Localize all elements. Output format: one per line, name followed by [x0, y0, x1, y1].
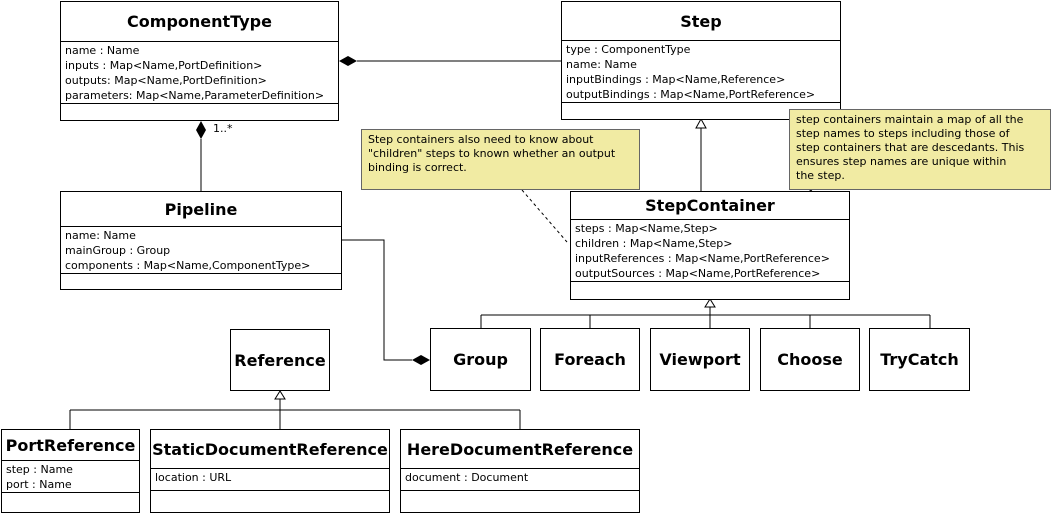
multiplicity-label: 1..*: [213, 122, 233, 135]
attribute: type : ComponentType: [566, 43, 691, 56]
class-pipeline-attributes: name: Name mainGroup : Group components …: [61, 227, 341, 274]
class-componenttype-name: ComponentType: [61, 2, 338, 42]
class-group[interactable]: Group: [430, 328, 531, 391]
attribute: outputSources : Map<Name,PortReference>: [575, 267, 821, 280]
class-pipeline-name: Pipeline: [61, 192, 341, 227]
class-staticdocumentreference-name: StaticDocumentReference: [151, 430, 389, 469]
class-viewport[interactable]: Viewport: [650, 328, 750, 391]
attribute: inputs : Map<Name,PortDefinition>: [65, 59, 263, 72]
note-steps-text: step containers maintain a map of all th…: [796, 113, 1025, 182]
attribute: document : Document: [405, 471, 529, 484]
class-componenttype[interactable]: ComponentType name : Name inputs : Map<N…: [60, 1, 339, 121]
class-staticdocumentreference-attributes: location : URL: [151, 469, 389, 491]
class-pipeline[interactable]: Pipeline name: Name mainGroup : Group co…: [60, 191, 342, 290]
attribute: components : Map<Name,ComponentType>: [65, 259, 311, 272]
note-anchor-children: [521, 189, 568, 243]
attribute: children : Map<Name,Step>: [575, 237, 733, 250]
attribute: outputs: Map<Name,PortDefinition>: [65, 74, 267, 87]
class-step-name: Step: [562, 2, 840, 41]
class-portreference-name: PortReference: [2, 430, 139, 461]
attribute: outputBindings : Map<Name,PortReference>: [566, 88, 816, 101]
class-staticdocumentreference[interactable]: StaticDocumentReference location : URL: [150, 429, 390, 513]
attribute: mainGroup : Group: [65, 244, 171, 257]
generalization-containers: [480, 298, 931, 328]
attribute: name: Name: [65, 229, 136, 242]
generalization-references: [69, 390, 521, 429]
class-stepcontainer-name: StepContainer: [571, 192, 849, 220]
attribute: inputReferences : Map<Name,PortReference…: [575, 252, 830, 265]
note-children: Step containers also need to know about …: [361, 129, 640, 190]
generalization-stepcontainer-step: [695, 117, 707, 191]
class-heredocumentreference[interactable]: HereDocumentReference document : Documen…: [400, 429, 640, 513]
attribute: name: Name: [566, 58, 637, 71]
attribute: step : Name: [6, 463, 73, 476]
attribute: location : URL: [155, 471, 232, 484]
attribute: parameters: Map<Name,ParameterDefinition…: [65, 89, 325, 102]
attribute: port : Name: [6, 478, 72, 491]
class-foreach[interactable]: Foreach: [540, 328, 640, 391]
class-componenttype-attributes: name : Name inputs : Map<Name,PortDefini…: [61, 42, 338, 104]
attribute: steps : Map<Name,Step>: [575, 222, 718, 235]
class-choose[interactable]: Choose: [760, 328, 860, 391]
composition-componenttype-step: [339, 56, 561, 66]
class-trycatch[interactable]: TryCatch: [869, 328, 970, 391]
class-reference[interactable]: Reference: [230, 329, 330, 391]
class-heredocumentreference-name: HereDocumentReference: [401, 430, 639, 469]
composition-componenttype-pipeline: [196, 121, 206, 191]
note-steps: step containers maintain a map of all th…: [789, 109, 1051, 190]
note-children-text: Step containers also need to know about …: [368, 133, 616, 174]
class-step-attributes: type : ComponentType name: Name inputBin…: [562, 41, 840, 103]
class-stepcontainer-attributes: steps : Map<Name,Step> children : Map<Na…: [571, 220, 849, 282]
composition-pipeline-group: [342, 239, 430, 365]
class-portreference-attributes: step : Name port : Name: [2, 461, 139, 493]
class-portreference[interactable]: PortReference step : Name port : Name: [1, 429, 140, 513]
class-stepcontainer[interactable]: StepContainer steps : Map<Name,Step> chi…: [570, 191, 850, 300]
class-heredocumentreference-attributes: document : Document: [401, 469, 639, 491]
class-step[interactable]: Step type : ComponentType name: Name inp…: [561, 1, 841, 120]
attribute: inputBindings : Map<Name,Reference>: [566, 73, 786, 86]
attribute: name : Name: [65, 44, 140, 57]
